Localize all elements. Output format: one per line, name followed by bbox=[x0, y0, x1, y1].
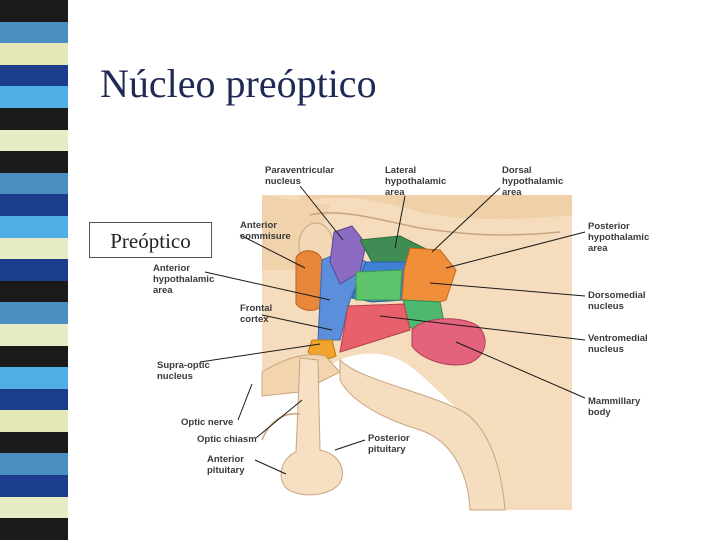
diagram-illustration bbox=[261, 180, 572, 515]
label-frontal-cortex: Frontal cortex bbox=[240, 303, 275, 325]
stripe-block bbox=[0, 64, 68, 87]
stripe-block bbox=[0, 323, 68, 346]
stripe-block bbox=[0, 496, 68, 519]
stripe-block bbox=[0, 86, 68, 108]
label-optic-chiasm: Optic chiasm bbox=[197, 434, 257, 445]
label-optic-nerve: Optic nerve bbox=[181, 417, 233, 428]
label-paraventricular-nucleus: Paraventricular nucleus bbox=[265, 165, 337, 187]
stripe-block bbox=[0, 280, 68, 303]
stripe-block bbox=[0, 345, 68, 368]
stripe-block bbox=[0, 0, 68, 22]
stripe-block bbox=[0, 43, 68, 65]
slide-title: Núcleo preóptico bbox=[100, 61, 377, 106]
stripe-block bbox=[0, 410, 68, 432]
label-mammillary-body: Mammillary body bbox=[588, 396, 643, 418]
decorative-stripe bbox=[0, 0, 68, 540]
stripe-block bbox=[0, 259, 68, 281]
label-posterior-hypothalamic-area: Posterior hypothalamic area bbox=[588, 221, 652, 254]
stripe-block bbox=[0, 475, 68, 497]
stripe-block bbox=[0, 129, 68, 152]
stripe-block bbox=[0, 194, 68, 216]
stripe-block bbox=[0, 237, 68, 260]
label-dorsal-hypothalamic-area: Dorsal hypothalamic area bbox=[502, 165, 566, 198]
stripe-block bbox=[0, 302, 68, 324]
label-anterior-hypothalamic-area: Anterior hypothalamic area bbox=[153, 263, 217, 296]
stripe-block bbox=[0, 453, 68, 476]
stripe-block bbox=[0, 518, 68, 540]
label-posterior-pituitary: Posterior pituitary bbox=[368, 433, 412, 455]
label-dorsomedial-nucleus: Dorsomedial nucleus bbox=[588, 290, 648, 312]
stripe-block bbox=[0, 172, 68, 195]
stripe-block bbox=[0, 388, 68, 411]
stripe-block bbox=[0, 151, 68, 173]
stripe-block bbox=[0, 107, 68, 130]
stripe-block bbox=[0, 21, 68, 44]
preoptico-highlight-label: Preóptico bbox=[89, 222, 212, 258]
label-anterior-commisure: Anterior commisure bbox=[240, 220, 291, 242]
label-supraoptic-nucleus: Supra-optic nucleus bbox=[157, 360, 212, 382]
stripe-block bbox=[0, 215, 68, 238]
leader-lines bbox=[199, 185, 586, 475]
label-ventromedial-nucleus: Ventromedial nucleus bbox=[588, 333, 650, 355]
label-lateral-hypothalamic-area: Lateral hypothalamic area bbox=[385, 165, 449, 198]
diagram-labels: Paraventricular nucleus Lateral hypothal… bbox=[153, 165, 652, 476]
stripe-block bbox=[0, 431, 68, 454]
stripe-block bbox=[0, 367, 68, 389]
label-anterior-pituitary: Anterior pituitary bbox=[207, 454, 247, 476]
